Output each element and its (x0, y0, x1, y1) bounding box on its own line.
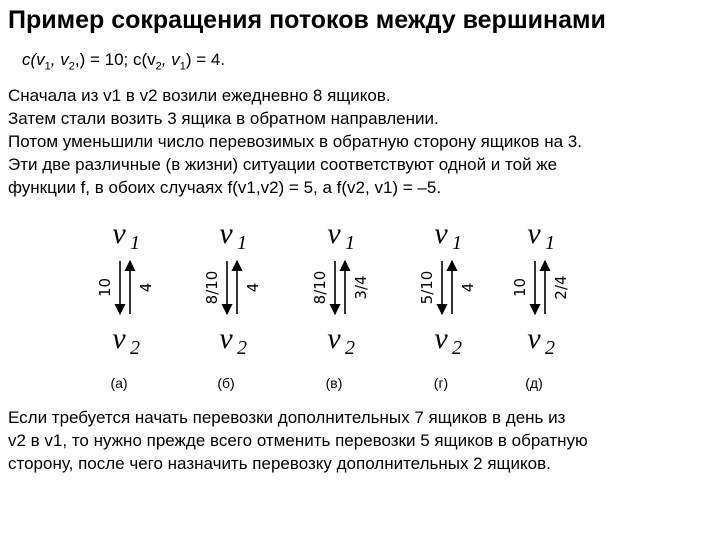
node-v2-subscript: 2 (345, 337, 355, 359)
capacity-part: ) = 4. (185, 50, 226, 69)
edge-label-left: 5/10 (418, 271, 436, 305)
node-v1-circle (101, 211, 149, 259)
node-v1-label: v (434, 217, 448, 250)
capacity-part: , v (161, 50, 180, 69)
node-v2-circle (208, 316, 256, 364)
node-v1-circle (208, 211, 256, 259)
case-label: (а) (110, 375, 127, 391)
edge-label-left: 8/10 (311, 271, 329, 305)
edge-label-right: 4 (137, 283, 155, 293)
node-v2-subscript: 2 (545, 337, 555, 359)
outro-line: сторону, после чего назначить перевозку … (8, 454, 551, 473)
node-v2-circle (316, 316, 364, 364)
capacity-sub: 1 (179, 60, 186, 73)
node-v2-label: v (327, 322, 341, 355)
node-v1-subscript: 1 (545, 232, 555, 254)
node-v2-circle (423, 316, 471, 364)
intro-line: Сначала из v1 в v2 возили ежедневно 8 ящ… (8, 86, 391, 105)
capacity-sub: 1 (44, 60, 51, 73)
node-v2-label: v (219, 322, 233, 355)
edge-label-left: 10 (96, 278, 114, 297)
node-v1-circle (423, 211, 471, 259)
case-label: (г) (434, 375, 448, 391)
node-v1-label: v (219, 217, 233, 250)
edge-label-right: 3/4 (352, 275, 370, 299)
node-v1-subscript: 1 (452, 232, 462, 254)
outro-line: v2 в v1, то нужно прежде всего отменить … (8, 431, 588, 450)
node-v1-subscript: 1 (345, 232, 355, 254)
intro-paragraph: Сначала из v1 в v2 возили ежедневно 8 ящ… (8, 84, 582, 199)
node-v1-subscript: 1 (130, 232, 140, 254)
intro-line: Затем стали возить 3 ящика в обратном на… (8, 109, 439, 128)
intro-line: Эти две различные (в жизни) ситуации соо… (8, 155, 558, 174)
node-v2-subscript: 2 (452, 337, 462, 359)
node-v2-label: v (434, 322, 448, 355)
edge-label-right: 2/4 (552, 275, 570, 299)
node-v2-subscript: 2 (130, 337, 140, 359)
outro-line: Если требуется начать перевозки дополнит… (8, 408, 566, 427)
node-v2-circle (101, 316, 149, 364)
node-v2-label: v (527, 322, 541, 355)
node-v1-circle (516, 211, 564, 259)
node-v1-label: v (527, 217, 541, 250)
node-v1-subscript: 1 (237, 232, 247, 254)
intro-line: функции f, в обоих случаях f(v1,v2) = 5,… (8, 178, 442, 197)
page-title: Пример сокращения потоков между вершинам… (8, 6, 606, 34)
edge-label-left: 8/10 (203, 271, 221, 305)
node-v2-subscript: 2 (237, 337, 247, 359)
capacity-part: c(v (22, 50, 45, 69)
outro-paragraph: Если требуется начать перевозки дополнит… (8, 406, 588, 475)
case-label: (б) (217, 375, 234, 391)
capacity-part: , v (50, 50, 69, 69)
node-v1-label: v (112, 217, 126, 250)
edge-label-right: 4 (459, 283, 477, 293)
node-v1-label: v (327, 217, 341, 250)
capacity-sub: 2 (155, 60, 162, 73)
edge-label-right: 4 (244, 283, 262, 293)
case-label: (д) (525, 375, 543, 391)
intro-line: Потом уменьшили число перевозимых в обра… (8, 132, 582, 151)
edge-label-left: 10 (511, 278, 529, 297)
node-v2-label: v (112, 322, 126, 355)
capacity-line: c(v1, v2,) = 10; c(v2, v1) = 4. (22, 50, 225, 72)
capacity-sub: 2 (68, 60, 75, 73)
node-v1-circle (316, 211, 364, 259)
node-v2-circle (516, 316, 564, 364)
case-label: (в) (326, 375, 343, 391)
capacity-part: ,) = 10; c(v (74, 50, 156, 69)
